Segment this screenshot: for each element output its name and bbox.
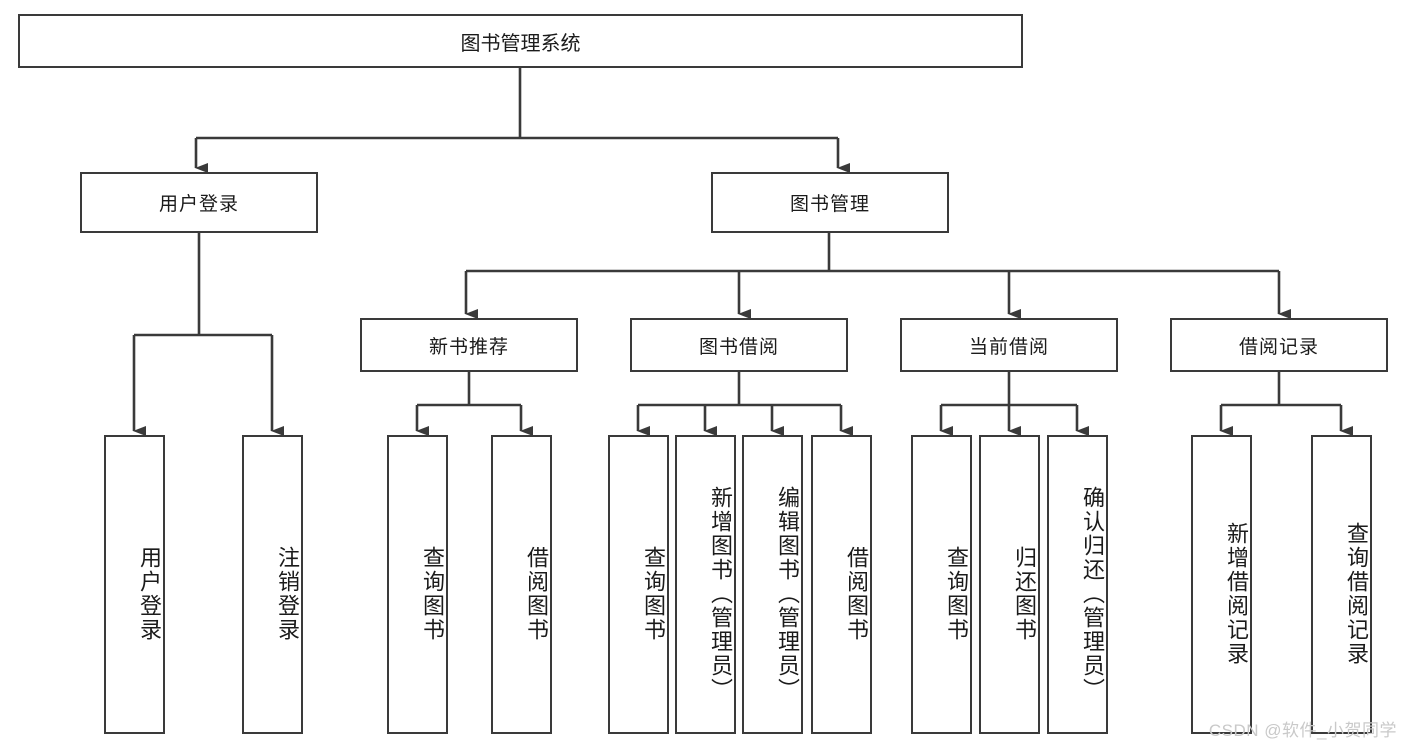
leaf-confirm-return[interactable]: 确认归还（管理员） xyxy=(1047,435,1108,734)
node-label: 借阅图书 xyxy=(844,545,869,642)
node-label: 查询图书 xyxy=(944,545,969,642)
node-label: 当前借阅 xyxy=(968,336,1049,358)
node-label: 归还图书 xyxy=(1012,545,1037,642)
leaf-logout-login[interactable]: 注销登录 xyxy=(242,435,303,734)
leaf-edit-book[interactable]: 编辑图书（管理员） xyxy=(742,435,803,734)
node-label: 新增图书（管理员） xyxy=(708,485,733,702)
node-book-borrow[interactable]: 图书借阅 xyxy=(630,318,848,372)
leaf-query-book-current[interactable]: 查询图书 xyxy=(911,435,972,734)
node-new-book-recommend[interactable]: 新书推荐 xyxy=(360,318,578,372)
node-label: 确认归还（管理员） xyxy=(1080,485,1105,702)
leaf-query-book-borrow[interactable]: 查询图书 xyxy=(608,435,669,734)
node-root-system[interactable]: 图书管理系统 xyxy=(18,14,1023,68)
node-label: 用户登录 xyxy=(137,545,162,642)
node-current-borrow[interactable]: 当前借阅 xyxy=(900,318,1118,372)
node-user-login[interactable]: 用户登录 xyxy=(80,172,318,233)
node-label: 图书管理 xyxy=(789,194,870,215)
leaf-borrow-book[interactable]: 借阅图书 xyxy=(811,435,872,734)
node-label: 查询借阅记录 xyxy=(1344,521,1369,666)
node-label: 用户登录 xyxy=(158,194,239,215)
node-label: 图书管理系统 xyxy=(460,32,581,55)
node-label: 图书借阅 xyxy=(698,336,779,358)
node-borrow-record[interactable]: 借阅记录 xyxy=(1170,318,1388,372)
leaf-user-login[interactable]: 用户登录 xyxy=(104,435,165,734)
watermark-text: CSDN @软件_小贺同学 xyxy=(1208,721,1397,740)
node-label: 借阅图书 xyxy=(524,545,549,642)
node-label: 查询图书 xyxy=(420,545,445,642)
leaf-add-borrow-record[interactable]: 新增借阅记录 xyxy=(1191,435,1252,734)
node-label: 新增借阅记录 xyxy=(1224,521,1249,666)
leaf-borrow-book-recommend[interactable]: 借阅图书 xyxy=(491,435,552,734)
leaf-query-borrow-record[interactable]: 查询借阅记录 xyxy=(1311,435,1372,734)
node-label: 借阅记录 xyxy=(1238,336,1319,358)
node-label: 编辑图书（管理员） xyxy=(775,485,800,702)
leaf-return-book[interactable]: 归还图书 xyxy=(979,435,1040,734)
node-label: 查询图书 xyxy=(641,545,666,642)
leaf-query-book-recommend[interactable]: 查询图书 xyxy=(387,435,448,734)
node-label: 新书推荐 xyxy=(428,336,509,358)
leaf-add-book[interactable]: 新增图书（管理员） xyxy=(675,435,736,734)
node-label: 注销登录 xyxy=(275,545,300,642)
node-book-manage[interactable]: 图书管理 xyxy=(711,172,949,233)
